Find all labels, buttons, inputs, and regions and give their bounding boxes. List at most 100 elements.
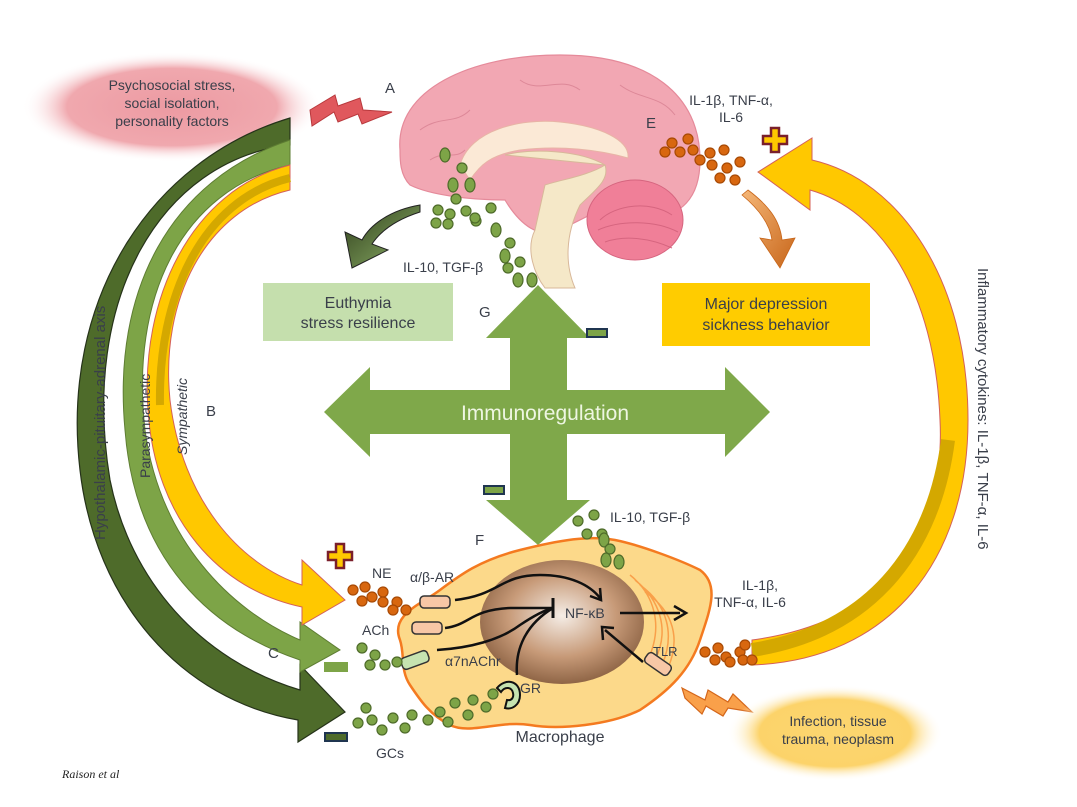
brain-anti-inflammatory-particles [430,147,538,288]
cytokine-particle [659,146,671,158]
parasympathetic-label: Parasympathetic [137,374,153,478]
euthymia-line-1: Euthymia [325,295,392,312]
tlr-receptor-label: TLR [653,644,678,659]
gr-inhibition-line [515,606,554,676]
gc-particle [467,694,479,706]
ar-activation-arrowhead [589,587,603,602]
ach-particle [379,659,391,671]
cytokine-particle [718,144,730,156]
anti-inflammatory-particle [460,205,472,217]
brain-cytokine-particles [659,133,746,186]
ne-particle [366,591,378,603]
minus-icon-gcs [324,732,348,742]
minus-icon-ach [324,662,348,672]
cytokine-particle [746,654,758,666]
cytokine-particle [734,156,746,168]
stress-line-1: Psychosocial stress, [109,77,236,93]
infection-line-1: Infection, tissue [789,713,886,729]
brain-illustration [399,54,701,289]
nfkb-output-arrowhead [673,604,689,622]
anti-inflammatory-particle [604,543,616,555]
cytokine-particle [706,159,718,171]
macrophage-cytokines-line-2: TNF-α, IL-6 [714,594,786,610]
depression-line-2: sickness behavior [702,317,830,334]
gr-receptor-label: GR [520,680,541,696]
anti-inflammatory-particle [450,193,462,205]
euthymia-line-2: stress resilience [301,315,416,332]
anti-inflammatory-particle [502,262,514,274]
anti-inflammatory-particle [588,509,600,521]
cytokine-particle [714,172,726,184]
gc-particle [376,724,388,736]
ach-particles [356,642,403,671]
label-e: E [646,115,656,132]
infection-line-2: trauma, neoplasm [782,731,894,747]
ar-receptor-label: α/β-AR [410,569,454,585]
label-a: A [385,80,395,97]
ne-particle [377,596,389,608]
gc-particle [480,701,492,713]
cytokine-particle [687,144,699,156]
tlr-receptor-icon [643,651,673,677]
plus-icon-brain [761,126,789,154]
gc-particle [360,702,372,714]
anti-inflammatory-particle [490,222,502,238]
brain-cytokines-line-2: IL-6 [719,109,743,125]
cytokine-particle [712,642,724,654]
nfkb-label: NF-κB [565,605,605,621]
anti-inflammatory-particle [526,272,538,288]
nachr-receptor-label: α7nAChr [445,653,501,669]
macrophage-cytokine-particles [699,639,758,668]
inflammatory-arrow-shade [750,439,955,657]
brain-to-euthymia-arrow [344,204,421,269]
ar-activation-arrow [454,573,601,602]
depression-box: Major depression sickness behavior [662,283,870,346]
plus-icon-ne [326,542,354,570]
figure-credit: Raison et al [62,767,120,781]
gc-particles [352,688,499,736]
macrophage-cell [396,536,713,730]
parasympathetic-arrow [122,139,341,673]
gc-particle [442,716,454,728]
sympathetic-arrow-shade [155,174,291,406]
anti-inflammatory-particle [572,515,584,527]
immunoregulation-label: Immunoregulation [461,402,629,425]
anti-inflammatory-particle [456,162,468,174]
infection-lightning-icon [681,686,754,717]
tlr-activation-arrowhead [600,625,615,641]
anti-inflammatory-particle [581,528,593,540]
stress-line-3: personality factors [115,113,229,129]
ne-particle [347,584,359,596]
label-b: B [206,403,216,420]
ach-particle [364,659,376,671]
cytokine-particle [729,174,741,186]
cytokine-particle [724,656,736,668]
label-g: G [479,304,491,321]
ne-particles [347,581,412,616]
sympathetic-label: Sympathetic [174,378,190,455]
nachr-inhibition-line [436,606,554,652]
macrophage-anti-inflammatory-particles [572,509,625,570]
ne-particle [359,581,371,593]
ar-receptor-icon [411,595,451,635]
anti-inflammatory-particle [432,204,444,216]
macrophage-cytokines-line-1: IL-1β, [742,577,778,593]
macrophage-anti-inflammatory-label: IL-10, TGF-β [610,509,690,525]
gc-particle [399,722,411,734]
anti-inflammatory-particle [444,208,456,220]
gcs-label: GCs [376,745,404,761]
cytokine-particle [682,133,694,145]
cytokine-particle [699,646,711,658]
anti-inflammatory-particle [499,248,511,264]
label-f: F [475,532,484,549]
cytokine-particle [674,146,686,158]
ar-inhibition-line [444,606,553,630]
ach-particle [391,656,403,668]
brain-anti-inflammatory-label: IL-10, TGF-β [403,259,483,275]
inflammatory-cytokines-arrow [751,137,969,666]
depression-line-1: Major depression [705,296,828,313]
cytokine-particle [666,137,678,149]
cytokine-particle [709,654,721,666]
ach-particle [356,642,368,654]
label-c: C [268,645,279,662]
